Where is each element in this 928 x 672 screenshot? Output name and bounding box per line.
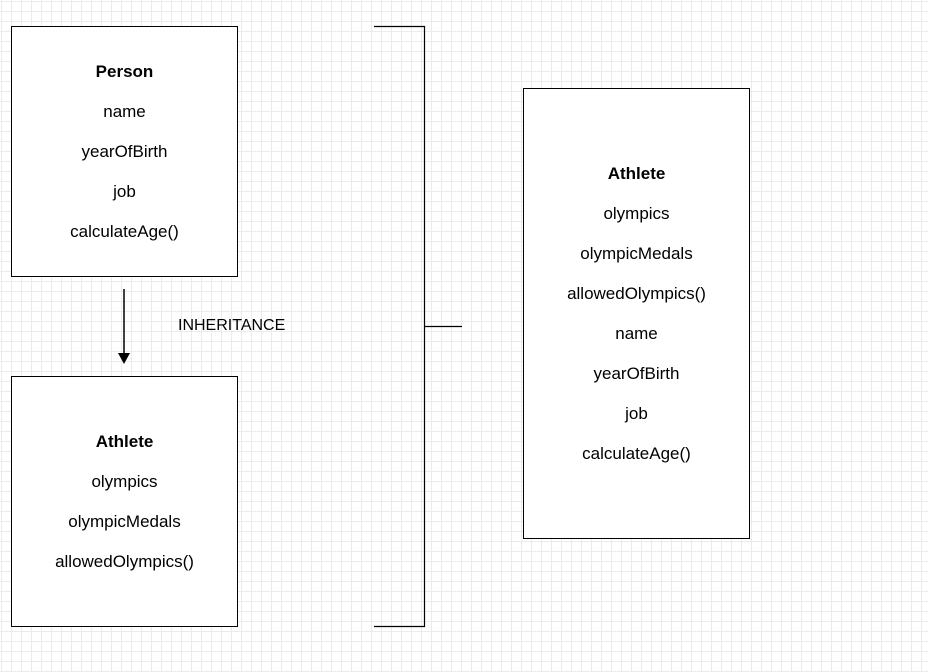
- class-member: olympics: [91, 471, 158, 491]
- inheritance-arrowhead: [118, 353, 130, 364]
- class-member: yearOfBirth: [593, 363, 680, 383]
- class-member: calculateAge(): [582, 443, 691, 463]
- class-member: allowedOlympics(): [567, 283, 706, 303]
- class-title: Athlete: [95, 431, 154, 451]
- class-member: olympicMedals: [68, 511, 181, 531]
- class-member: olympics: [603, 203, 670, 223]
- class-member: job: [113, 181, 136, 201]
- class-title: Athlete: [607, 163, 666, 183]
- class-member: job: [625, 403, 648, 423]
- grouping-bracket: [374, 25, 426, 628]
- person-class-box[interactable]: Person name yearOfBirth job calculateAge…: [11, 26, 238, 277]
- inheritance-label: INHERITANCE: [178, 317, 286, 334]
- class-member: name: [615, 323, 658, 343]
- athlete-full-class-box[interactable]: Athlete olympics olympicMedals allowedOl…: [523, 88, 750, 539]
- athlete-class-box[interactable]: Athlete olympics olympicMedals allowedOl…: [11, 376, 238, 627]
- class-member: yearOfBirth: [81, 141, 168, 161]
- class-member: allowedOlympics(): [55, 551, 194, 571]
- class-member: calculateAge(): [70, 221, 179, 241]
- class-member: name: [103, 101, 146, 121]
- class-member: olympicMedals: [580, 243, 693, 263]
- class-title: Person: [95, 61, 154, 81]
